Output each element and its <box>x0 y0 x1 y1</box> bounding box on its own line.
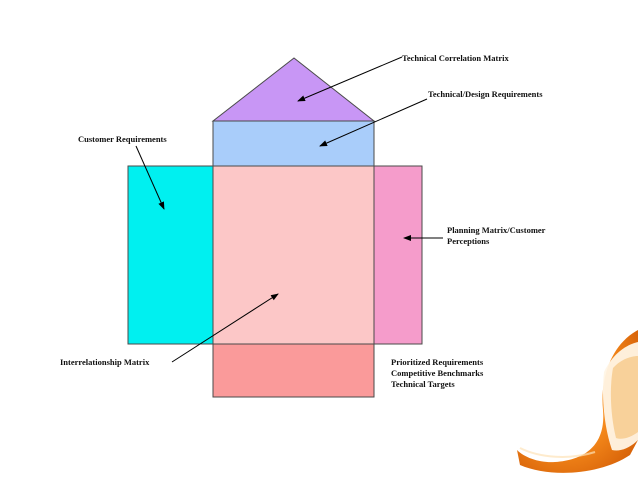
arrow-customer-requirements <box>135 145 165 210</box>
label-planning-matrix-line1: Planning Matrix/Customer <box>447 225 546 235</box>
orange-slice-image <box>517 330 638 473</box>
label-competitive-benchmarks: Competitive Benchmarks <box>391 368 484 378</box>
label-planning-matrix-line2: Perceptions <box>447 236 490 246</box>
arrow-interrelationship <box>171 293 279 363</box>
label-prioritized-requirements: Prioritized Requirements <box>391 357 484 367</box>
interrelationship-matrix-body <box>212 165 375 345</box>
customer-requirements-wall <box>127 165 214 345</box>
label-technical-correlation-matrix: Technical Correlation Matrix <box>402 53 509 63</box>
arrow-technical-design <box>319 98 428 147</box>
targets-basement <box>212 343 375 398</box>
planning-matrix-wall <box>373 165 423 345</box>
technical-correlation-roof <box>211 57 376 122</box>
arrow-technical-correlation <box>297 56 403 102</box>
label-customer-requirements: Customer Requirements <box>78 134 167 144</box>
label-technical-targets: Technical Targets <box>391 379 455 389</box>
technical-requirements-band <box>212 120 375 167</box>
label-technical-design-requirements: Technical/Design Requirements <box>428 89 543 99</box>
label-interrelationship-matrix: Interrelationship Matrix <box>60 357 150 367</box>
